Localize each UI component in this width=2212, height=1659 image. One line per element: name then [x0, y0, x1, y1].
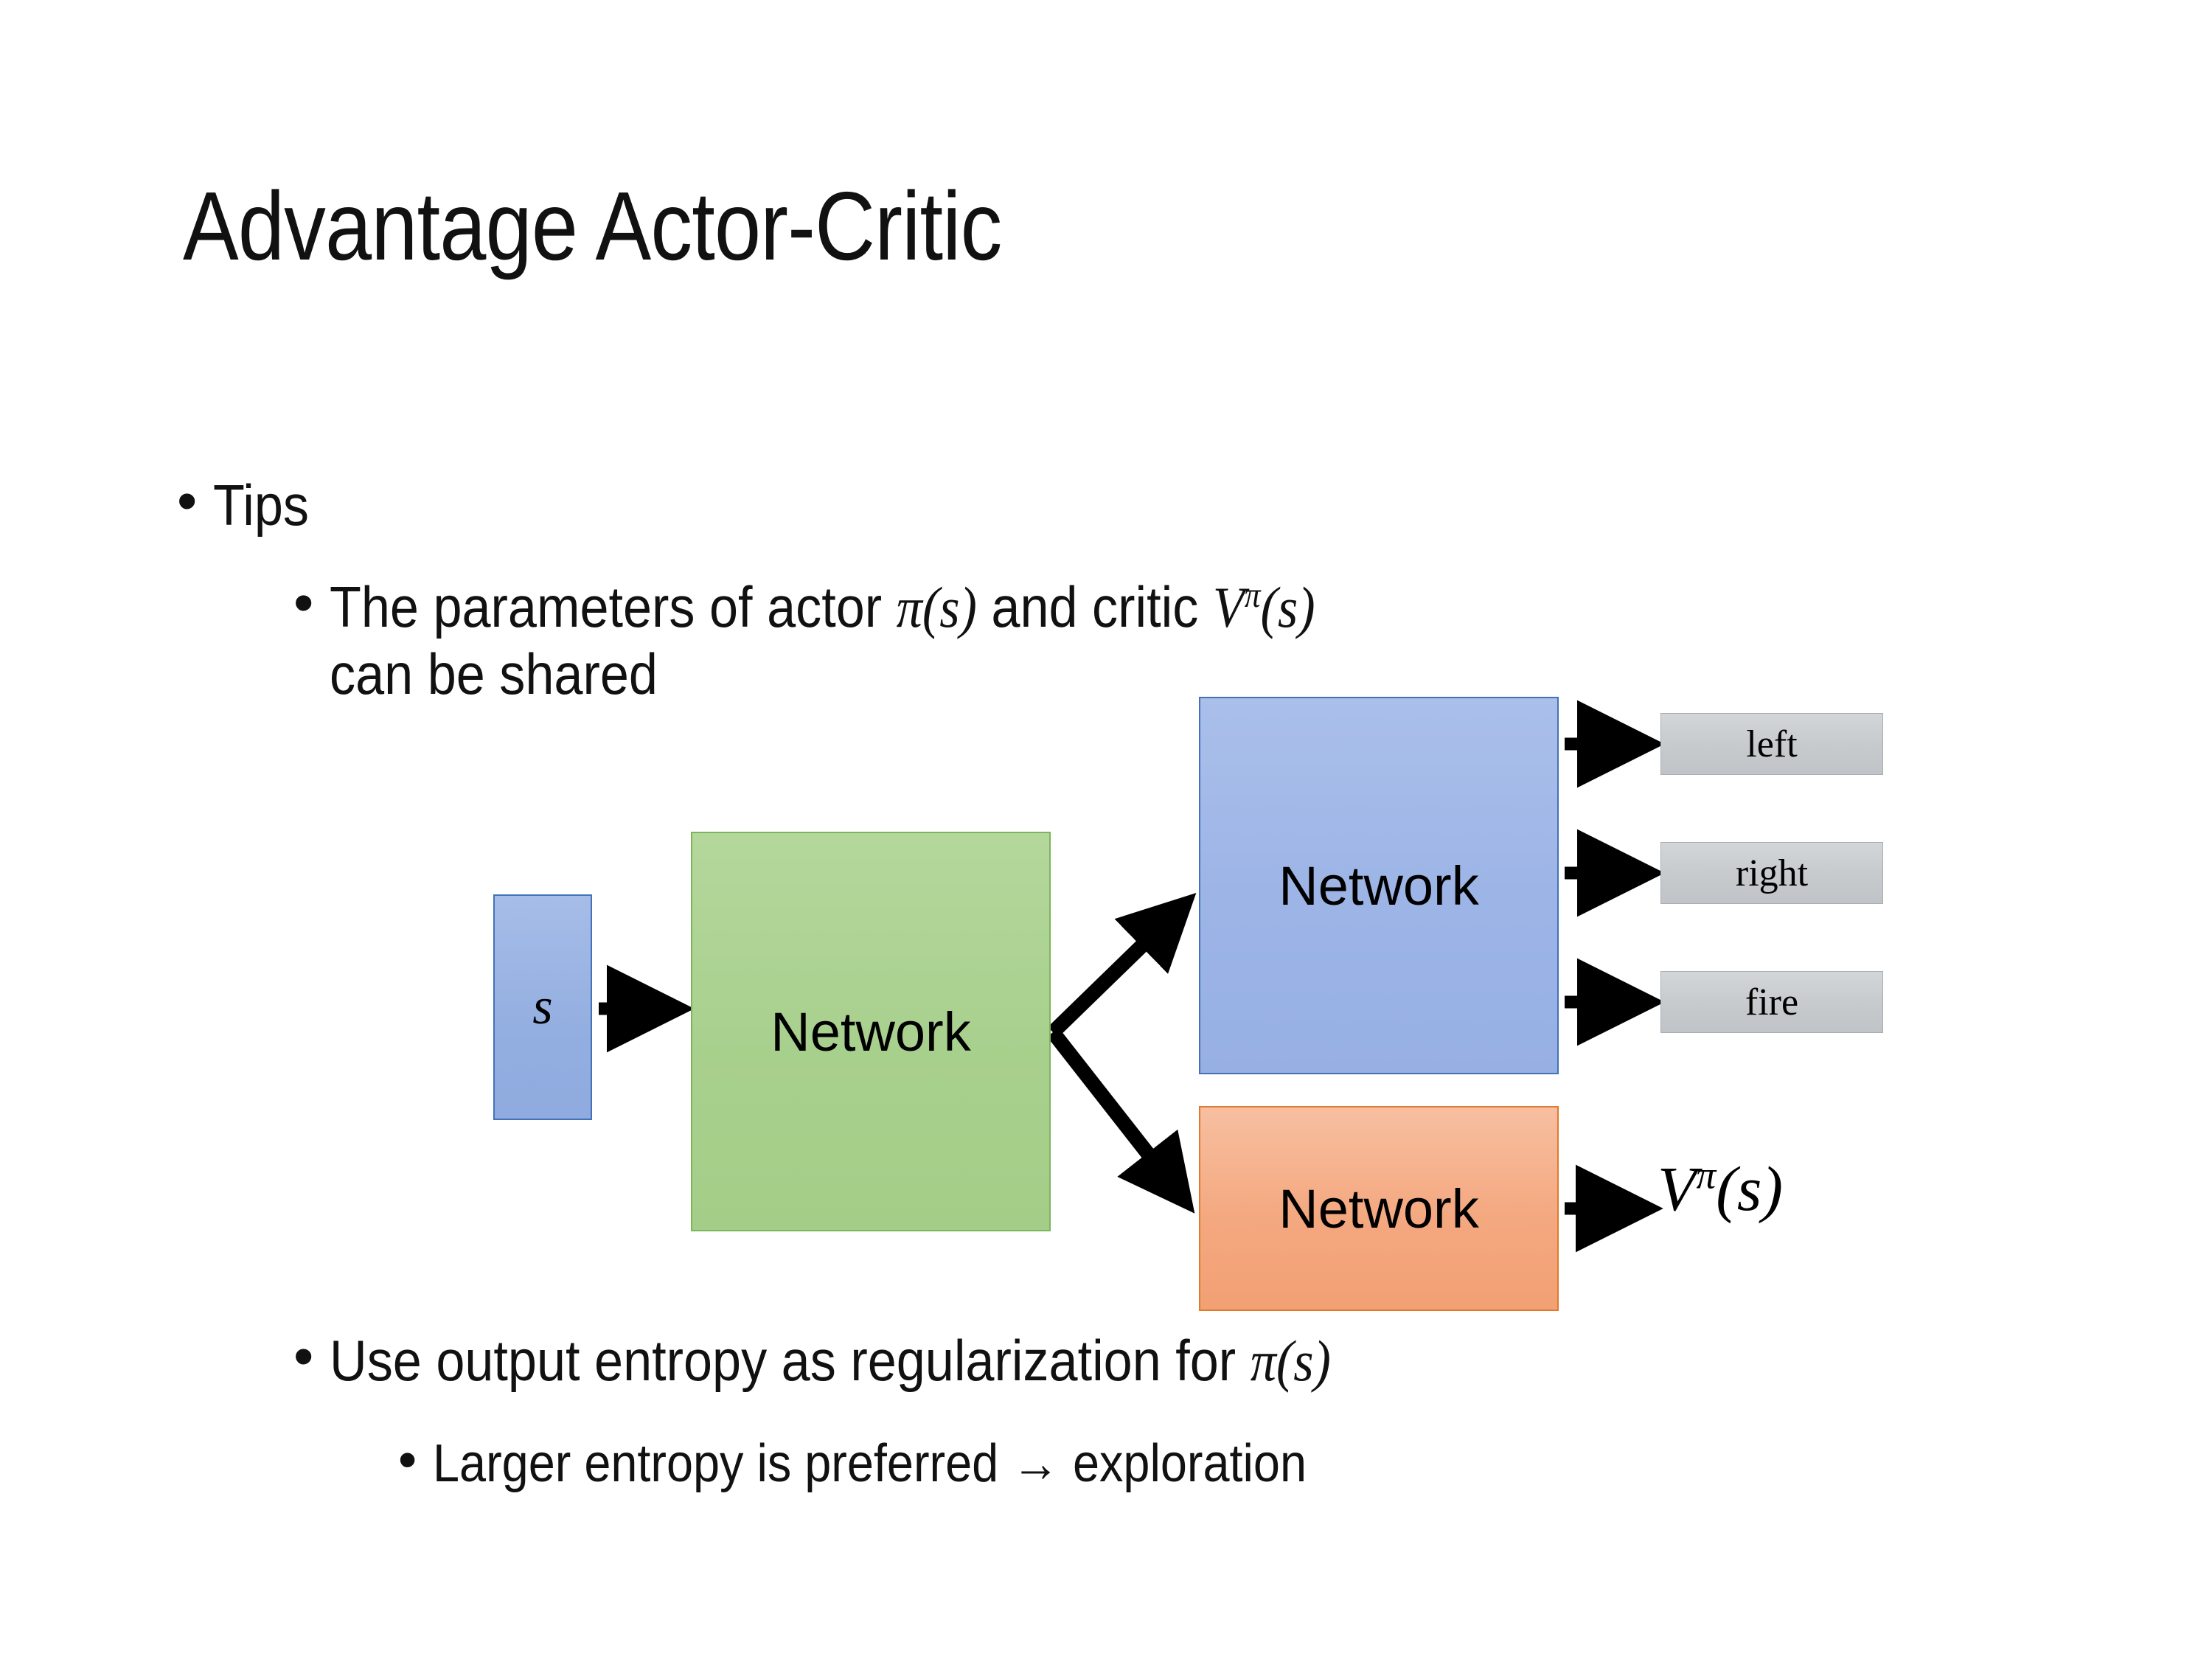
math-v-symbol: V	[1658, 1153, 1697, 1224]
text-part-can-be-shared: can be shared	[330, 641, 658, 706]
diagram-node-action-right: right	[1660, 842, 1883, 904]
bullet-entropy-regularization: • Use output entropy as regularization f…	[293, 1327, 2137, 1394]
diagram-node-state: s	[493, 894, 592, 1120]
diagram-node-critic-network-label: Network	[1279, 1178, 1479, 1239]
bullet-larger-entropy-label: Larger entropy is preferred → exploratio…	[433, 1434, 1307, 1493]
bullet-shared-parameters: • The parameters of actor π(s) and criti…	[293, 574, 2063, 708]
text-part-critic: and critic	[977, 574, 1214, 639]
diagram-node-state-label: s	[532, 978, 553, 1035]
text-part-actor: The parameters of actor	[330, 574, 897, 639]
math-pi-args: (s)	[1276, 1329, 1332, 1393]
diagram-node-shared-network: Network	[691, 832, 1051, 1231]
diagram-node-action-left-label: left	[1746, 723, 1798, 765]
diagram-node-action-fire-label: fire	[1745, 981, 1799, 1023]
bullet-marker: •	[398, 1430, 417, 1489]
arrow-shared-to-critic	[1047, 1027, 1195, 1214]
bullet-marker: •	[177, 468, 198, 533]
math-v-args: (s)	[1716, 1153, 1784, 1224]
bullet-marker: •	[293, 1324, 314, 1388]
bullet-marker: •	[293, 570, 314, 635]
page-title: Advantage Actor-Critic	[183, 172, 1002, 280]
diagram-node-action-right-label: right	[1735, 852, 1809, 894]
math-v-symbol: V	[1213, 575, 1245, 639]
arrow-shared-to-actor	[1048, 893, 1197, 1038]
bullet-shared-parameters-text: The parameters of actor π(s) and critic …	[330, 574, 1315, 708]
diagram-node-action-left: left	[1660, 713, 1883, 775]
math-pi-symbol: π	[1251, 1329, 1277, 1393]
bullet-larger-entropy: • Larger entropy is preferred → explorat…	[398, 1433, 2168, 1494]
math-pi-args: (s)	[922, 575, 978, 639]
diagram-node-actor-network-label: Network	[1279, 855, 1479, 917]
diagram-node-critic-network: Network	[1199, 1106, 1559, 1311]
diagram-node-actor-network: Network	[1199, 697, 1559, 1074]
text-part-entropy: Use output entropy as regularization for	[330, 1328, 1251, 1393]
math-pi-symbol: π	[896, 575, 923, 639]
diagram-node-action-fire: fire	[1660, 971, 1883, 1033]
math-v-superscript-pi: π	[1696, 1152, 1717, 1197]
bullet-tips: • Tips	[177, 472, 320, 539]
bullet-tips-label: Tips	[213, 473, 310, 538]
diagram-critic-output-value: Vπ(s)	[1658, 1152, 1783, 1225]
math-v-superscript-pi: π	[1245, 576, 1261, 615]
diagram-node-shared-network-label: Network	[771, 1001, 971, 1062]
bullet-entropy-regularization-text: Use output entropy as regularization for…	[330, 1327, 1331, 1394]
math-v-args: (s)	[1260, 575, 1315, 639]
